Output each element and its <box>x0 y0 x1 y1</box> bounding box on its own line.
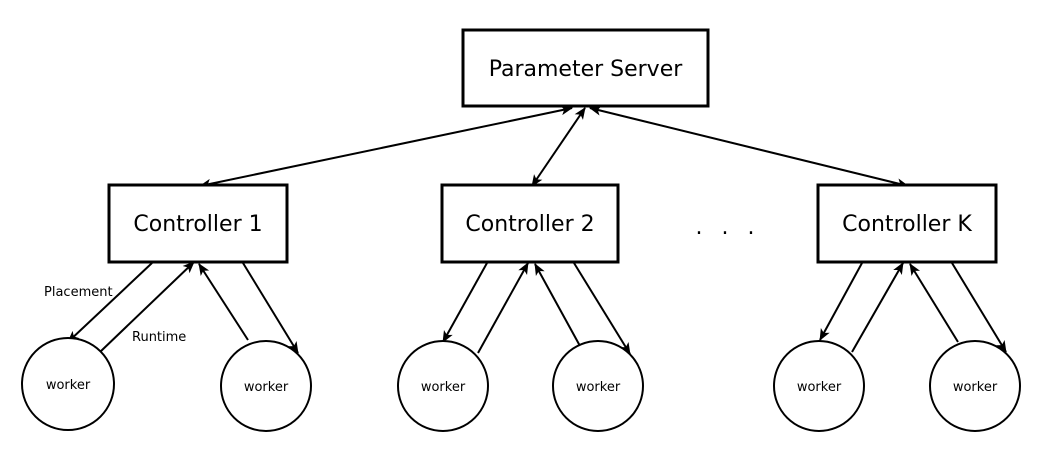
worker-circle <box>552 340 644 432</box>
controller-node: Controller 2 <box>440 183 620 264</box>
worker-circle <box>929 340 1021 432</box>
runtime-edge <box>99 261 195 353</box>
runtime-edge <box>851 262 904 353</box>
controller-label: Controller K <box>842 212 972 237</box>
worker-node: worker <box>220 340 312 432</box>
worker-label: worker <box>797 380 842 395</box>
controller-node: Controller 1 <box>107 183 289 264</box>
placement-edge <box>242 262 299 354</box>
edge-ps-controller-2 <box>531 107 586 187</box>
worker-circle <box>21 337 115 431</box>
worker-circle <box>220 340 312 432</box>
worker-node: worker <box>929 340 1021 432</box>
placement-edge <box>67 262 153 343</box>
worker-label: worker <box>421 380 466 395</box>
worker-circle <box>397 340 489 432</box>
edge-ps-controller-k <box>589 105 909 189</box>
worker-node: worker <box>552 340 644 432</box>
placement-edge <box>442 262 488 343</box>
controller-box <box>440 183 620 264</box>
worker-label: worker <box>953 380 998 395</box>
runtime-label: Runtime <box>132 330 186 345</box>
controller-box <box>107 183 289 264</box>
worker-label: worker <box>46 378 91 393</box>
worker-node: worker <box>397 340 489 432</box>
runtime-edge <box>198 263 249 341</box>
runtime-edge <box>909 263 959 343</box>
controller-box <box>816 183 998 264</box>
controller-label: Controller 1 <box>133 212 262 237</box>
ps-controller-edges <box>199 105 909 189</box>
controller-worker-edges <box>67 261 1007 355</box>
worker-label: worker <box>576 380 621 395</box>
more-controllers-ellipsis: . . . <box>696 215 761 240</box>
parameter-server-node: Parameter Server <box>461 28 710 108</box>
runtime-edge <box>534 263 581 347</box>
placement-label: Placement <box>44 285 113 300</box>
controller-node: Controller K <box>816 183 998 264</box>
worker-node: worker <box>21 337 115 431</box>
placement-edge <box>819 262 863 341</box>
placement-edge <box>951 262 1007 353</box>
runtime-edge <box>477 262 529 354</box>
edge-ps-controller-1 <box>199 105 573 189</box>
controller-label: Controller 2 <box>465 212 594 237</box>
placement-edge <box>573 262 631 355</box>
worker-circle <box>773 340 865 432</box>
parameter-server-box <box>461 28 710 108</box>
worker-node: worker <box>773 340 865 432</box>
worker-label: worker <box>244 380 289 395</box>
parameter-server-label: Parameter Server <box>489 57 684 82</box>
